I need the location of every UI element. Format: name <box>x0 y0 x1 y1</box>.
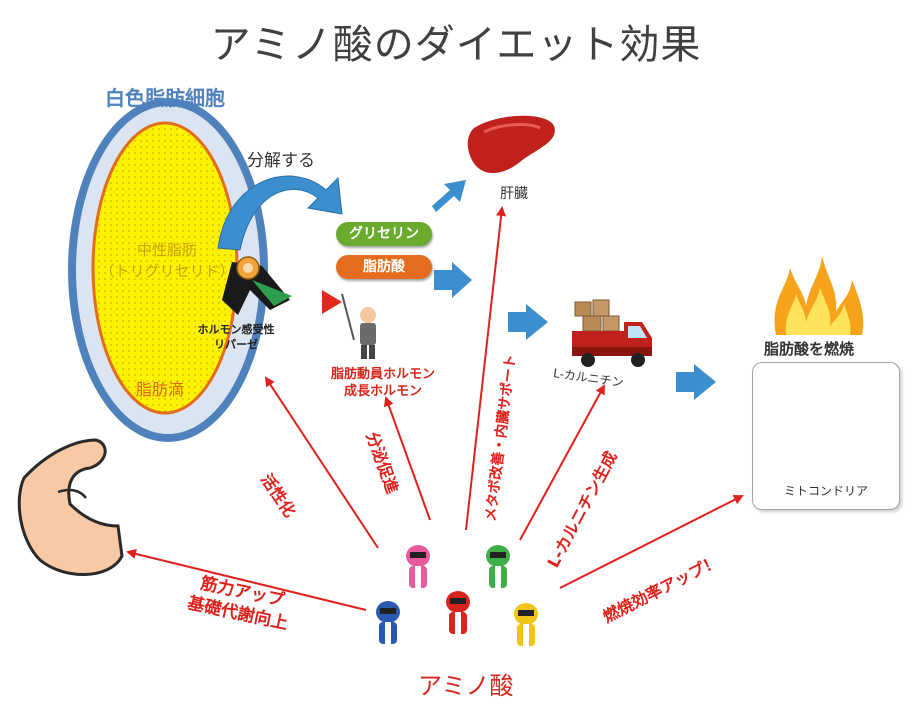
mitochondria-box <box>752 362 900 510</box>
lipase-label: ホルモン感受性 リパーゼ <box>176 322 296 352</box>
flag-person-icon <box>322 290 376 359</box>
fat-cell-label: 白色脂肪細胞 <box>105 86 225 110</box>
amino-acid-label: アミノ酸 <box>418 672 514 700</box>
lipase-line2: リパーゼ <box>214 338 258 351</box>
lipase-line1: ホルモン感受性 <box>197 323 275 336</box>
neutral-fat-line2: （トリグリセリド） <box>99 262 235 280</box>
liver-label: 肝臓 <box>500 186 528 202</box>
truck-icon <box>572 299 652 367</box>
burning-label: 脂肪酸を燃焼 <box>764 340 855 358</box>
fire-icon <box>774 256 864 335</box>
neutral-fat-line1: 中性脂肪 <box>136 241 197 259</box>
fat-cell <box>68 98 268 442</box>
fatty-acid-pill: 脂肪酸 <box>336 255 432 279</box>
decompose-label: 分解する <box>247 151 315 171</box>
mitochondria-label: ミトコンドリア <box>783 484 868 498</box>
blue-arrows <box>432 180 716 400</box>
muscle-arm-icon <box>17 438 124 576</box>
neutral-fat-label: 中性脂肪 （トリグリセリド） <box>92 240 242 282</box>
fat-droplet-label: 脂肪滴 <box>136 380 185 399</box>
hormone-label: 脂肪動員ホルモン 成長ホルモン <box>318 366 448 400</box>
amino-acid-rangers-icon <box>376 545 538 646</box>
hormone-line2: 成長ホルモン <box>343 384 422 399</box>
hormone-line1: 脂肪動員ホルモン <box>330 367 435 382</box>
lipase-figure-icon <box>222 256 292 315</box>
red-arrows <box>126 206 744 611</box>
decompose-arrow <box>217 175 343 251</box>
page-title: アミノ酸のダイエット効果 <box>210 22 702 68</box>
glycerol-pill: グリセリン <box>336 222 432 246</box>
liver-icon <box>467 115 555 174</box>
